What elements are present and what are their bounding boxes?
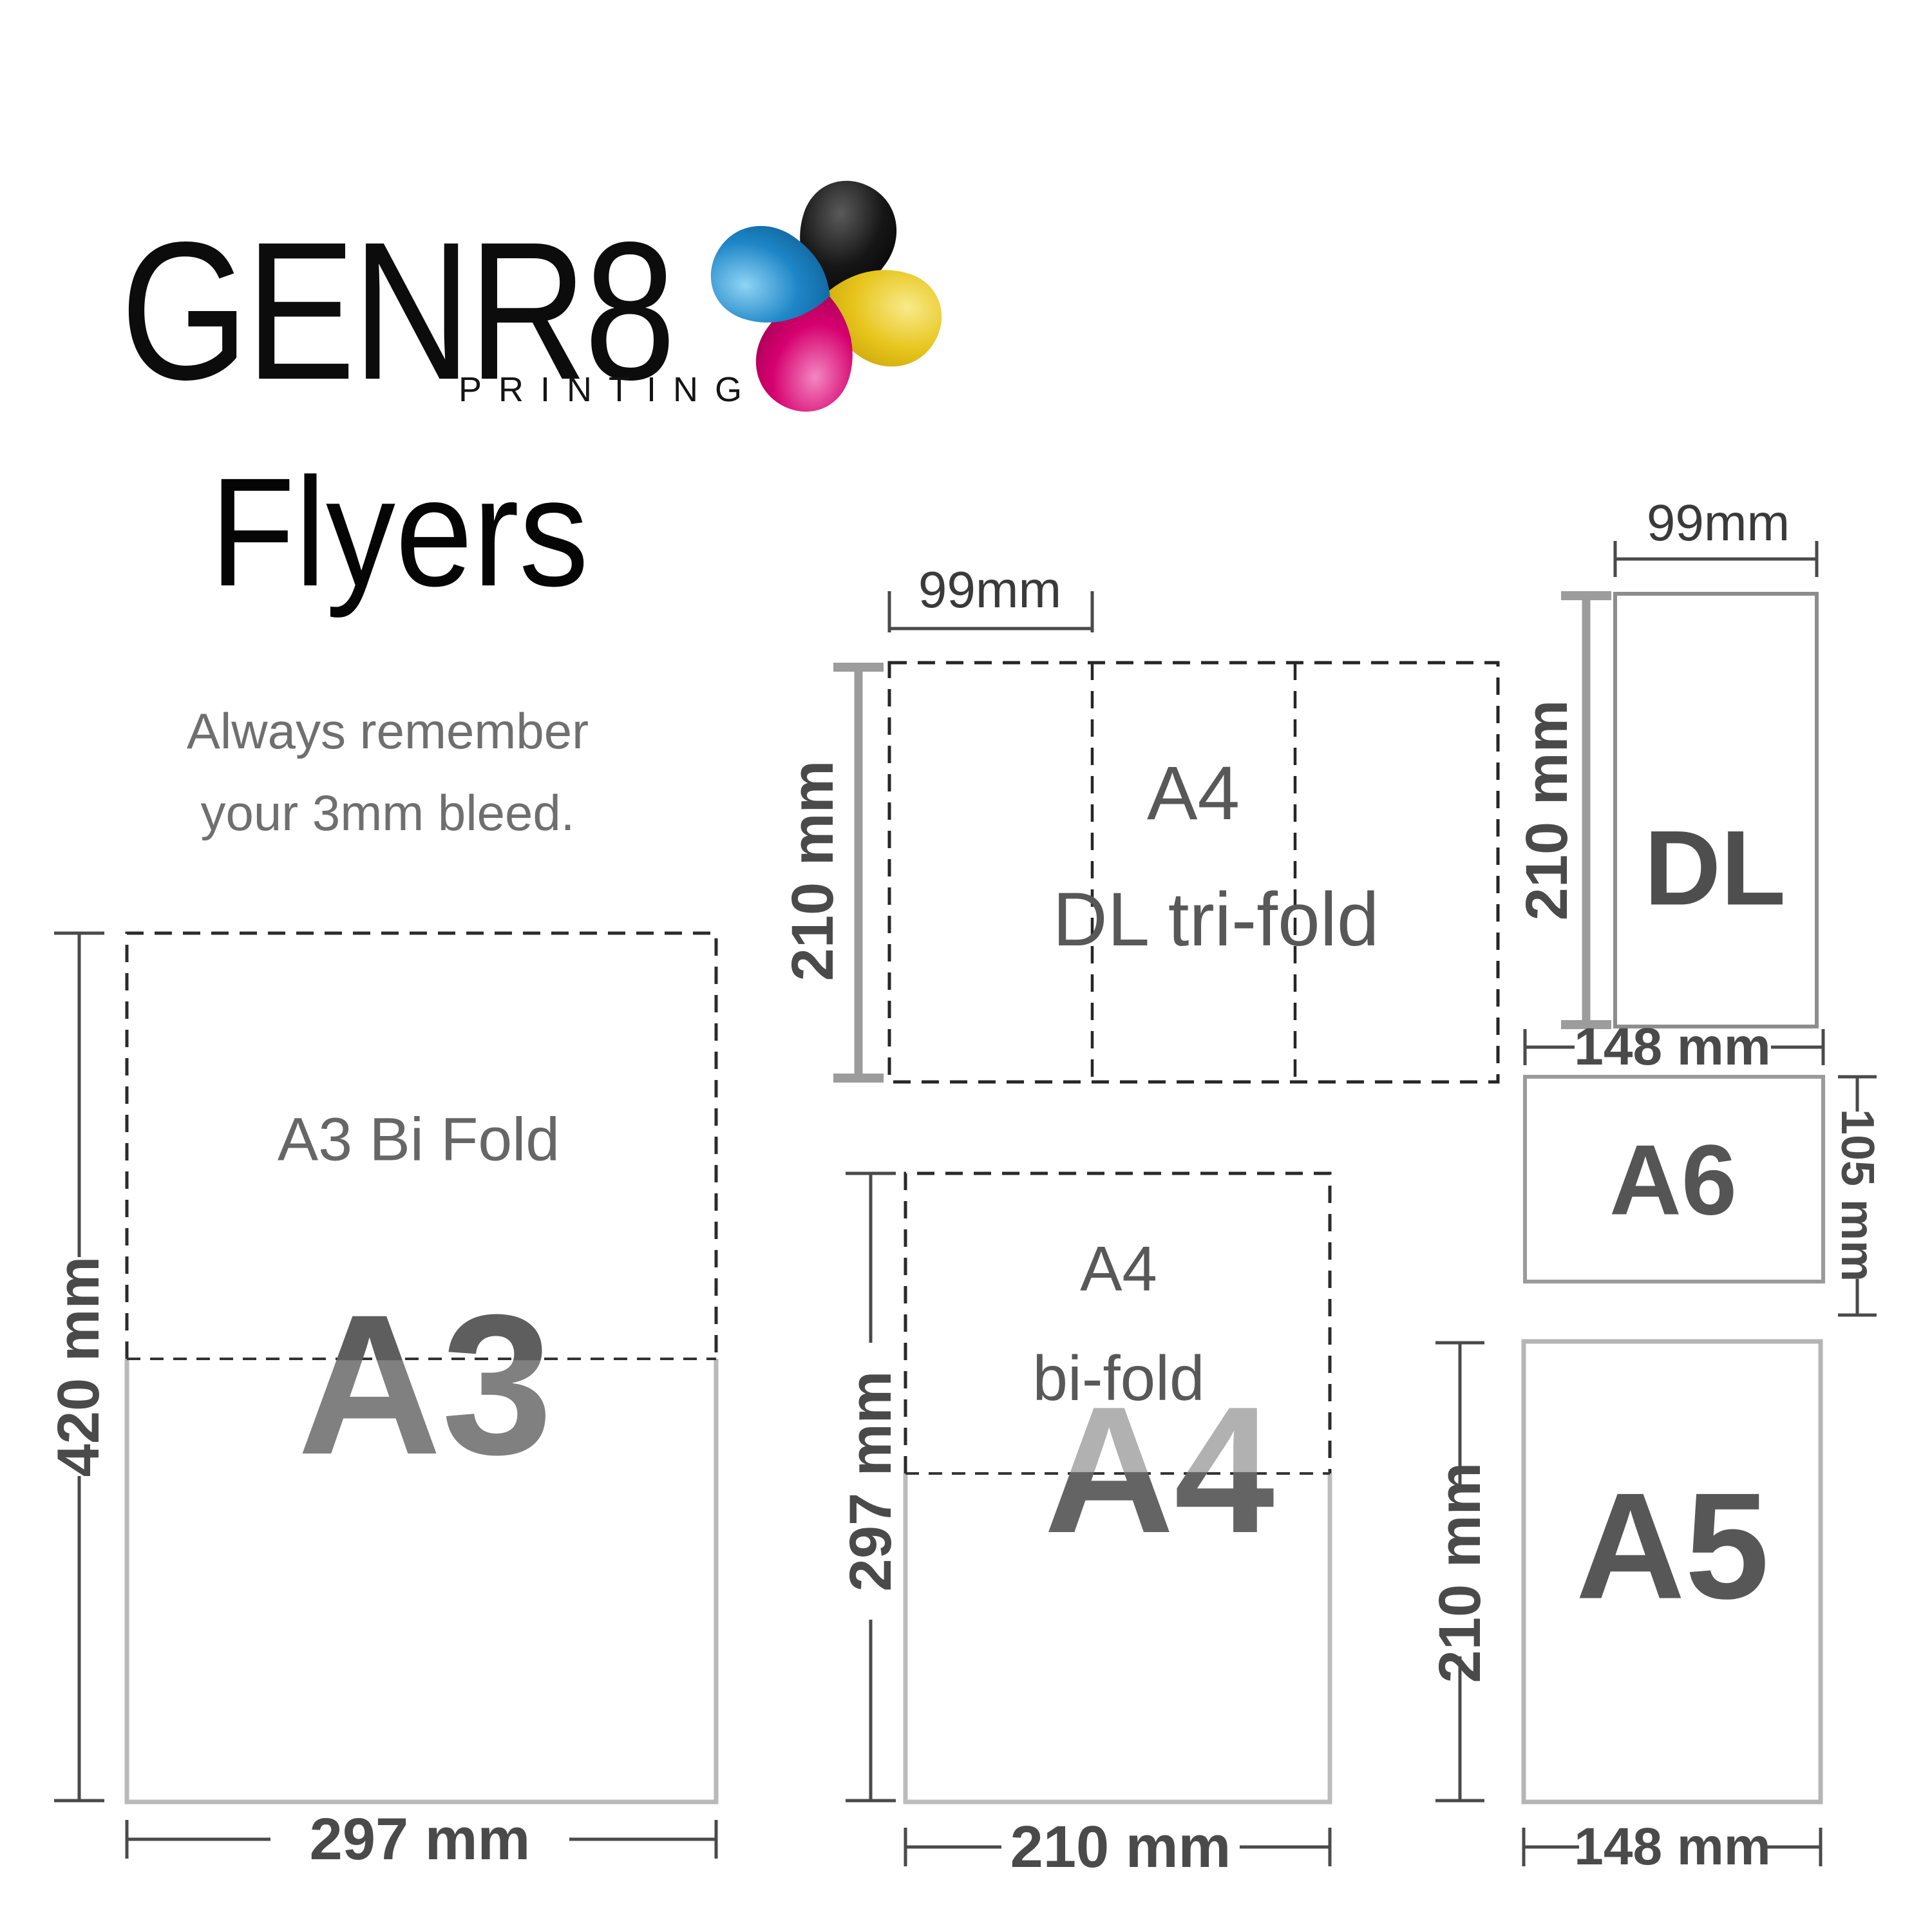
a5-height-label: 210 mm <box>1427 1462 1493 1683</box>
trifold-height-label: 210 mm <box>780 760 846 981</box>
a5-size-label: A5 <box>1575 1461 1770 1631</box>
ink-drop-cyan <box>710 225 830 323</box>
a5-height-dimension <box>1435 1341 1484 1803</box>
trifold-panel-width-dimension <box>887 591 1094 632</box>
a4-height-label: 297 mm <box>838 1370 904 1592</box>
a5-sheet-outline <box>1521 1339 1823 1804</box>
a4-size-upper: A4 <box>1044 1370 1274 1571</box>
trifold-sheet-outline <box>887 661 1500 1084</box>
a3-size-label: A3 A3 <box>298 1285 553 1484</box>
a5-width-dimension <box>1522 1828 1823 1866</box>
trifold-panel-width-label: 99mm <box>918 561 1062 618</box>
a4-bifold-label-line1: A4 <box>1080 1233 1157 1304</box>
cmyk-pinwheel-icon <box>710 180 942 412</box>
a4-width-label: 210 mm <box>1010 1814 1231 1880</box>
a6-size-label: A6 <box>1609 1124 1738 1236</box>
page-title: Flyers <box>210 446 589 618</box>
bleed-note-line1: Always remember <box>186 703 589 759</box>
a3-height-dimension <box>54 931 104 1803</box>
brand-tagline: PRINTING <box>459 370 759 409</box>
a6-sheet-outline <box>1523 1075 1825 1283</box>
a6-height-label: 105 mm <box>1832 1108 1883 1282</box>
a4-bifold-label-line2: bi-fold <box>1032 1343 1205 1414</box>
dl-size-label: DL <box>1644 808 1786 927</box>
dl-width-dimension <box>1613 541 1819 577</box>
dl-width-label: 99mm <box>1646 494 1790 551</box>
trifold-label-line1: A4 <box>1146 751 1240 836</box>
a4-height-dimension <box>846 1171 896 1803</box>
ink-drop-black <box>800 180 897 300</box>
bleed-note-line2: your 3mm bleed. <box>200 784 575 841</box>
a6-width-label: 148 mm <box>1574 1018 1771 1076</box>
a3-width-dimension <box>125 1820 718 1859</box>
trifold-label-line2: DL tri-fold <box>1052 877 1379 962</box>
a5-width-label: 148 mm <box>1574 1817 1771 1876</box>
brand-wordmark: GENR8 <box>120 201 676 421</box>
ink-drop-magenta <box>755 292 853 412</box>
a3-size-upper: A3 <box>297 1273 553 1496</box>
a3-size-lower: A3 <box>297 1273 553 1496</box>
a3-width-label: 297 mm <box>309 1806 531 1872</box>
a6-width-dimension <box>1523 1029 1825 1065</box>
ink-drop-yellow <box>822 270 942 367</box>
a4-size-label: A4 A4 <box>1044 1380 1274 1560</box>
dl-height-label: 210 mm <box>1514 699 1580 921</box>
a3-sheet-outline <box>124 931 719 1804</box>
a4-sheet-outline <box>903 1171 1332 1804</box>
a3-height-label: 420 mm <box>46 1256 111 1477</box>
dl-sheet-outline <box>1613 592 1819 1028</box>
a4-size-lower: A4 <box>1044 1370 1274 1571</box>
dl-height-dimension <box>1561 591 1611 1029</box>
a6-height-dimension <box>1838 1075 1877 1317</box>
a3-bifold-label: A3 Bi Fold <box>277 1105 560 1174</box>
trifold-height-dimension <box>833 663 884 1083</box>
a4-width-dimension <box>904 1828 1332 1866</box>
